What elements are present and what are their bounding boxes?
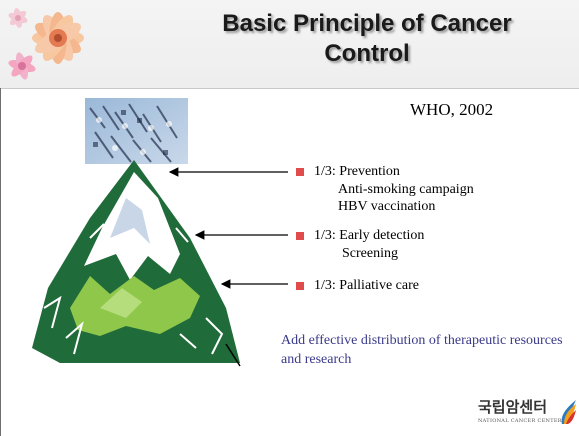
summit-photo xyxy=(85,98,188,164)
note-text: Add effective distribution of therapeuti… xyxy=(281,333,563,367)
bullet-label: 1/3: Prevention xyxy=(314,164,400,179)
flower-decoration xyxy=(8,8,84,80)
citation: WHO, 2002 xyxy=(410,100,494,119)
slide-title: Basic Principle of Cancer Control xyxy=(172,9,562,69)
logo-korean-name: 국립암센터 xyxy=(478,398,548,416)
mountain-illustration xyxy=(32,160,241,367)
subitem-hbv-vaccination: HBV vaccination xyxy=(338,199,436,214)
logo-flame-icon xyxy=(561,400,576,424)
logo-english-name: NATIONAL CANCER CENTER xyxy=(478,418,562,424)
bullet-square xyxy=(296,168,304,176)
subitem-anti-smoking: Anti-smoking campaign xyxy=(338,182,474,197)
bullet-label: 1/3: Early detection xyxy=(314,228,425,243)
title-line-1: Basic Principle of Cancer xyxy=(222,10,512,37)
bullet-label: 1/3: Palliative care xyxy=(314,278,419,293)
subitem-screening: Screening xyxy=(342,246,398,261)
header-band xyxy=(0,0,579,89)
title-line-2: Control xyxy=(324,40,410,67)
bullet-square xyxy=(296,282,304,290)
bullet-square xyxy=(296,232,304,240)
ncc-logo: 국립암센터 NATIONAL CANCER CENTER xyxy=(478,396,578,432)
left-border xyxy=(0,88,1,436)
